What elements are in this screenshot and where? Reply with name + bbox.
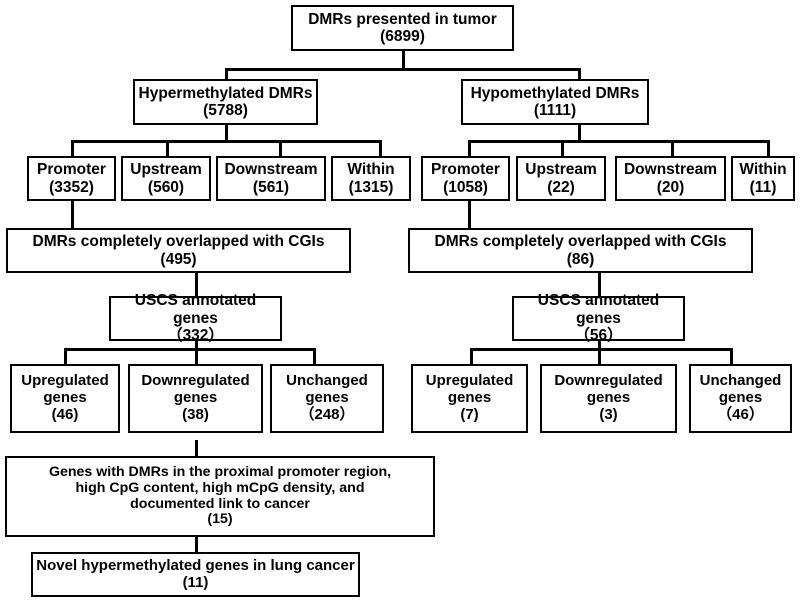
edge-hypo-downstream-drop — [671, 140, 674, 157]
node-hypo-cgi-overlap[interactable]: DMRs completely overlapped with CGIs (86… — [408, 228, 753, 273]
node-hypo-unchanged-genes[interactable]: Unchanged genes （46） — [689, 364, 792, 433]
edge-hyper-drop — [225, 68, 228, 83]
node-hyper-upgenes-count: (46) — [51, 405, 79, 423]
node-hyper-uscs-count: （332） — [167, 327, 224, 345]
node-hyper-unchanged-count: （248） — [299, 405, 355, 423]
node-hypo-within[interactable]: Within (11) — [731, 156, 795, 201]
edge-hyper-unchanged-drop — [313, 348, 316, 365]
edge-hyper-downstream-drop — [279, 140, 282, 157]
node-hypo-upgenes-count: (7) — [460, 405, 479, 423]
edge-hypo-drop — [578, 68, 581, 83]
node-hyper-upstream-count: (560) — [147, 178, 185, 196]
edge-hyper-within-drop — [379, 140, 382, 157]
node-hyper-cgi-count: (495) — [160, 250, 197, 268]
node-hypo-within-label: Within — [739, 161, 787, 179]
node-hyper-label: Hypermethylated DMRs — [138, 84, 313, 102]
node-novel-genes[interactable]: Novel hypermethylated genes in lung canc… — [31, 552, 360, 597]
node-hypo-upregulated-genes[interactable]: Upregulated genes (7) — [411, 364, 528, 433]
node-root-count: (6899) — [380, 28, 425, 45]
node-hyper-downstream-count: (561) — [252, 178, 290, 196]
edge-hyper-cgi-to-uscs — [195, 272, 198, 300]
node-root-label: DMRs presented in tumor — [308, 10, 497, 28]
node-hypo-downgenes-count: (3) — [599, 405, 618, 423]
node-hyper-downstream-label: Downstream — [224, 161, 318, 179]
edge-hypo-stem — [578, 124, 581, 142]
node-hyper-upgenes-label: Upregulated genes — [21, 372, 109, 407]
edge-level1-bus — [225, 68, 580, 71]
node-hyper-downregulated-genes[interactable]: Downregulated genes (38) — [128, 364, 263, 433]
node-hypo-downstream[interactable]: Downstream (20) — [615, 156, 726, 201]
edge-root-stem — [402, 50, 405, 70]
edge-hyper-uscs-stem — [195, 340, 198, 365]
node-hyper-downgenes-label: Downregulated genes — [141, 372, 250, 407]
edge-hyper-upstream-drop — [166, 140, 169, 157]
node-hyper-unchanged-genes[interactable]: Unchanged genes （248） — [270, 364, 384, 433]
node-novel-count: (11) — [182, 573, 209, 591]
node-hyper-within-count: (1315) — [348, 178, 394, 196]
node-root[interactable]: DMRs presented in tumor (6899) — [291, 5, 514, 51]
node-hypo-downstream-label: Downstream — [623, 161, 718, 179]
node-hypo-label: Hypomethylated DMRs — [470, 84, 640, 102]
edge-hyper-promoter-to-cgi — [71, 200, 74, 229]
edge-downgenes-to-candidate — [195, 440, 198, 457]
edge-hypo-within-drop — [767, 140, 770, 157]
node-hyper-cgi-overlap[interactable]: DMRs completely overlapped with CGIs (49… — [6, 228, 351, 273]
node-hyper-uscs-label: USCS annotated genes — [134, 292, 257, 327]
node-hypo-upstream[interactable]: Upstream (22) — [516, 156, 606, 201]
node-hypo-uscs-genes[interactable]: USCS annotated genes （56） — [512, 292, 685, 345]
node-hypo-upstream-count: (22) — [547, 178, 575, 196]
node-hyper-unchanged-label: Unchanged genes — [286, 372, 368, 407]
node-hypo-unchanged-label: Unchanged genes — [699, 372, 782, 407]
edge-hyper-upgenes-drop — [64, 348, 67, 365]
node-hyper-downstream[interactable]: Downstream (561) — [216, 156, 326, 201]
node-hypo-uscs-label: USCS annotated genes — [537, 292, 660, 327]
node-hypo-downgenes-label: Downregulated genes — [554, 372, 663, 407]
node-hypo-count: (1111) — [533, 102, 577, 119]
node-candidate-label: Genes with DMRs in the proximal promoter… — [48, 463, 392, 512]
node-hyper-downgenes-count: (38) — [182, 405, 209, 423]
edge-hypo-children-bus — [468, 140, 769, 143]
node-hypo-promoter[interactable]: Promoter (1058) — [421, 156, 510, 201]
node-hypo-within-count: (11) — [749, 178, 777, 196]
node-hyper-promoter-count: (3352) — [49, 178, 94, 196]
node-hypo-uscs-count: （56） — [574, 327, 623, 345]
node-hypo-downregulated-genes[interactable]: Downregulated genes (3) — [540, 364, 677, 433]
edge-hypo-promoter-to-cgi — [468, 200, 471, 229]
node-hyper-upstream-label: Upstream — [130, 161, 202, 179]
node-hypo-downstream-count: (20) — [656, 178, 685, 196]
node-candidate-genes[interactable]: Genes with DMRs in the proximal promoter… — [5, 456, 435, 537]
node-hyper-upregulated-genes[interactable]: Upregulated genes (46) — [10, 364, 120, 433]
node-hypermethylated-dmrs[interactable]: Hypermethylated DMRs (5788) — [133, 79, 318, 125]
node-hypo-unchanged-count: （46） — [717, 405, 764, 423]
node-hyper-uscs-genes[interactable]: USCS annotated genes （332） — [109, 292, 282, 345]
node-hyper-within[interactable]: Within (1315) — [331, 156, 411, 201]
node-hyper-promoter[interactable]: Promoter (3352) — [27, 156, 116, 201]
edge-hyper-stem — [225, 124, 228, 142]
edge-hyper-genes-bus — [64, 348, 315, 351]
node-hypomethylated-dmrs[interactable]: Hypomethylated DMRs (1111) — [461, 79, 649, 125]
node-hyper-within-label: Within — [347, 161, 395, 179]
edge-hypo-genes-bus — [470, 348, 732, 351]
edge-candidate-to-novel — [195, 536, 198, 553]
node-hypo-promoter-label: Promoter — [431, 161, 500, 179]
node-hypo-promoter-count: (1058) — [443, 178, 488, 196]
node-novel-label: Novel hypermethylated genes in lung canc… — [36, 556, 355, 574]
node-hyper-upstream[interactable]: Upstream (560) — [121, 156, 211, 201]
node-hypo-cgi-count: (86) — [566, 250, 595, 268]
edge-hypo-unchanged-drop — [730, 348, 733, 365]
edge-hyper-promoter-drop — [71, 140, 74, 157]
node-hyper-count: (5788) — [203, 102, 248, 119]
edge-hypo-upgenes-drop — [470, 348, 473, 365]
node-hypo-upstream-label: Upstream — [525, 161, 597, 179]
edge-hypo-cgi-to-uscs — [598, 272, 601, 300]
edge-hypo-promoter-drop — [468, 140, 471, 157]
node-hypo-cgi-label: DMRs completely overlapped with CGIs — [434, 233, 727, 251]
node-hyper-promoter-label: Promoter — [37, 161, 106, 179]
edge-hypo-upstream-drop — [561, 140, 564, 157]
edge-hypo-uscs-stem — [598, 340, 601, 365]
node-candidate-count: (15) — [207, 511, 233, 528]
node-hypo-upgenes-label: Upregulated genes — [425, 372, 514, 407]
node-hyper-cgi-label: DMRs completely overlapped with CGIs — [32, 233, 325, 251]
edge-hyper-children-bus — [71, 140, 381, 143]
